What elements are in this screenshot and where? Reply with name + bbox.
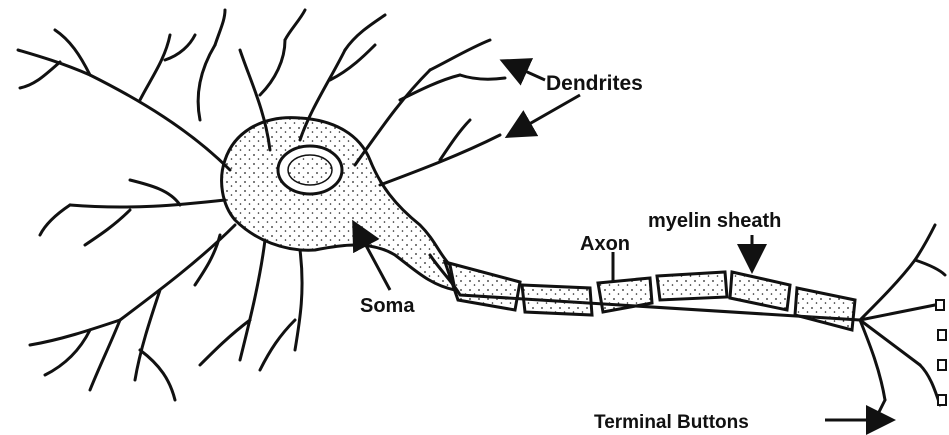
axon-terminals [860, 225, 945, 430]
axon-label: Axon [580, 233, 630, 255]
axon [430, 255, 860, 330]
dendrites-arrow-lower [510, 95, 580, 135]
terminal-buttons [936, 300, 946, 405]
myelin-sheath-label: myelin sheath [648, 210, 781, 232]
myelin-segments [445, 262, 855, 330]
soma-body [222, 118, 455, 290]
dendrites-arrow-upper [505, 62, 545, 80]
dendrites-label: Dendrites [546, 72, 643, 95]
soma-label: Soma [360, 295, 415, 317]
terminal-buttons-label: Terminal Buttons [594, 412, 749, 433]
